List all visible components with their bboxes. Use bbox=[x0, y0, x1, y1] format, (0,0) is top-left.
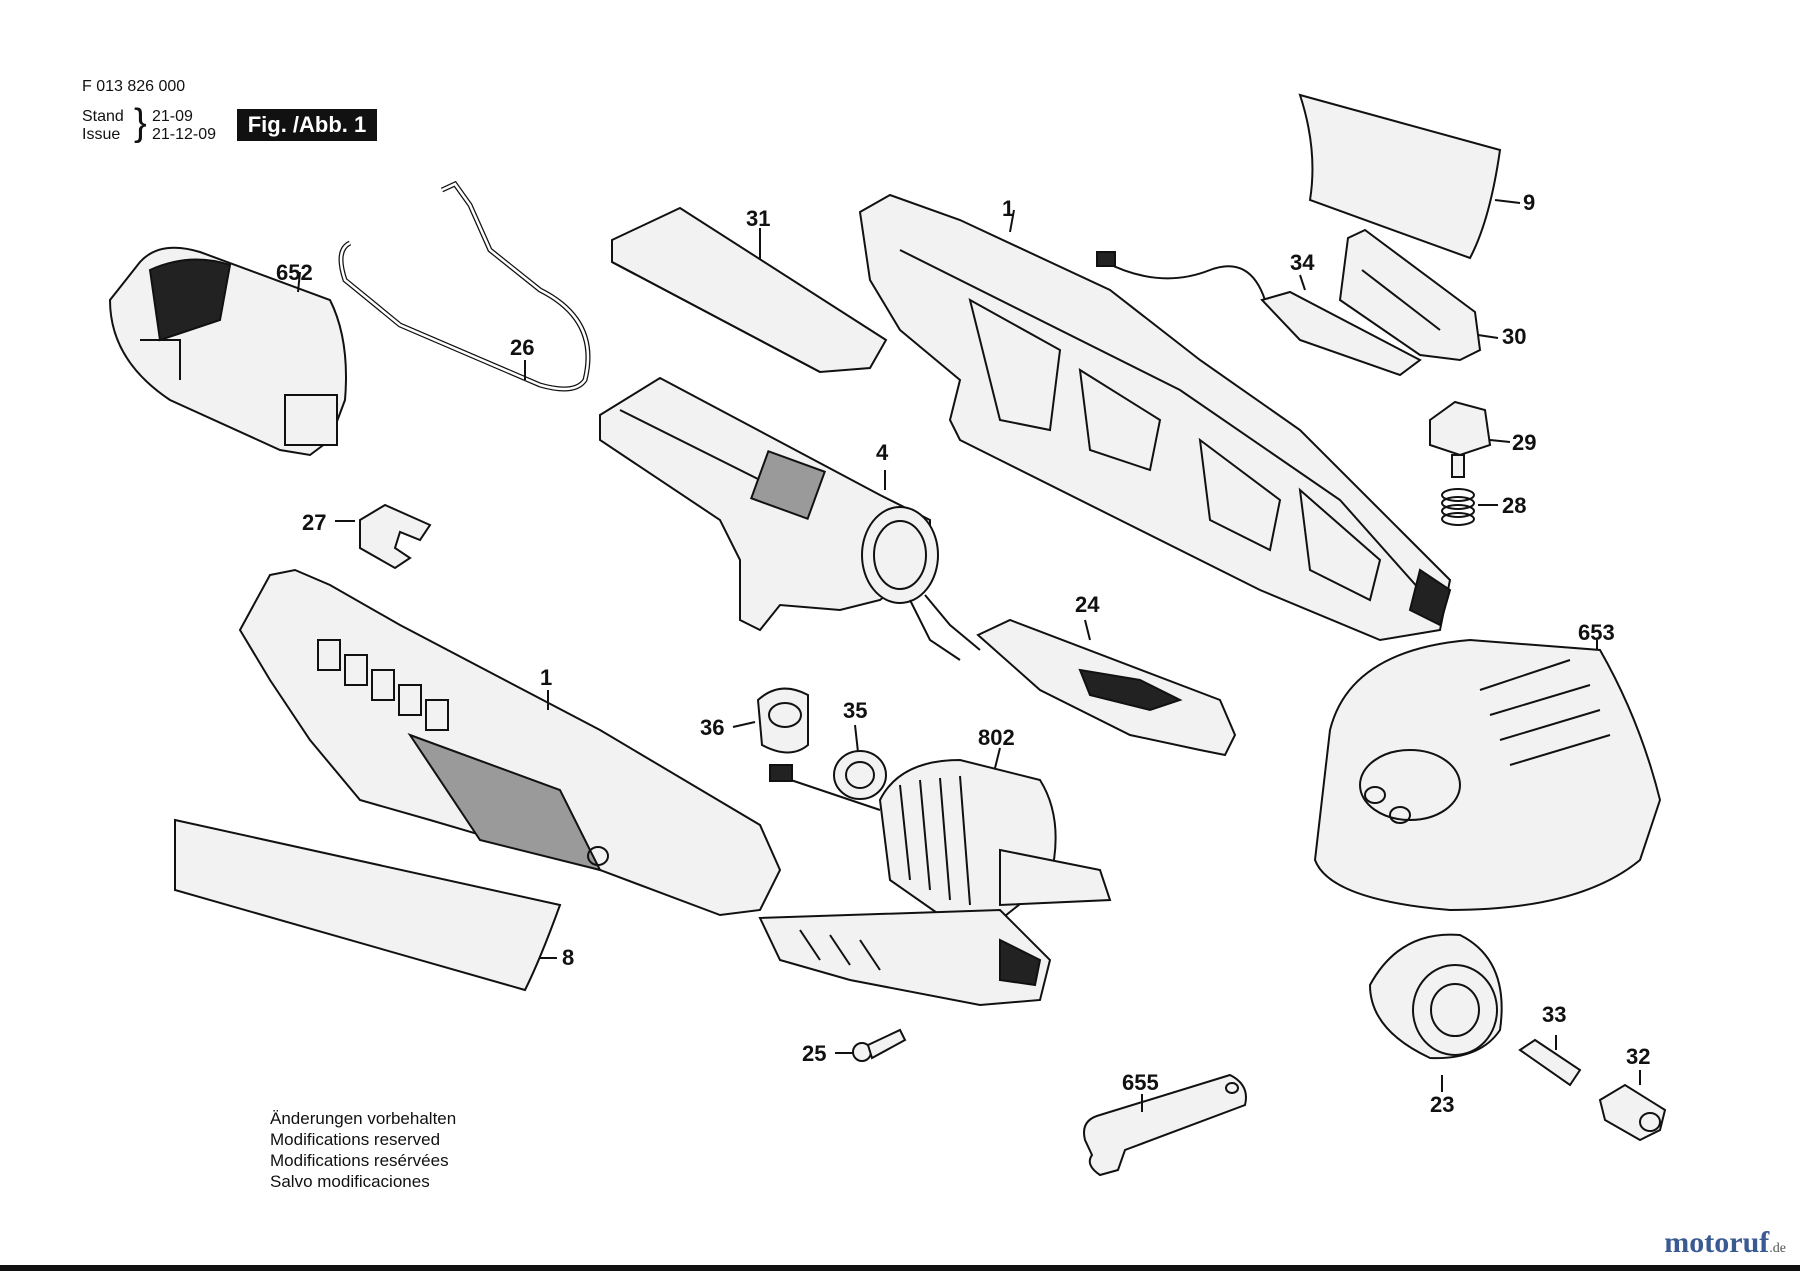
issue-date: 21-12-09 bbox=[152, 126, 217, 143]
part-30-switch bbox=[1338, 228, 1482, 362]
part-8-decal bbox=[174, 818, 562, 992]
label-part-31: 31 bbox=[746, 206, 770, 231]
part-24-plate bbox=[976, 618, 1237, 757]
figure-label: Fig. /Abb. 1 bbox=[237, 109, 377, 141]
watermark-suffix: .de bbox=[1769, 1241, 1786, 1256]
part-34-led-board bbox=[1096, 251, 1422, 377]
label-part-653: 653 bbox=[1578, 620, 1615, 645]
part-655-wrench bbox=[1083, 1073, 1247, 1177]
part-33-collet bbox=[1518, 1038, 1582, 1087]
label-part-25: 25 bbox=[802, 1041, 826, 1066]
part-23-cap bbox=[1368, 933, 1503, 1060]
part-28-spring bbox=[1441, 488, 1475, 526]
label-part-35: 35 bbox=[843, 698, 867, 723]
note-line: Modifications resérvées bbox=[270, 1151, 449, 1170]
label-part-36: 36 bbox=[700, 715, 724, 740]
label-part-1-lower: 1 bbox=[540, 665, 552, 690]
label-part-26: 26 bbox=[510, 335, 534, 360]
part-27-clip bbox=[359, 503, 432, 570]
issue-label: Issue bbox=[82, 126, 121, 143]
stand-label: Stand bbox=[82, 108, 124, 125]
label-part-9: 9 bbox=[1523, 190, 1535, 215]
label-part-34: 34 bbox=[1290, 250, 1315, 275]
part-35-bearing bbox=[833, 750, 887, 800]
label-part-1-upper: 1 bbox=[1002, 196, 1014, 221]
part-32-nut bbox=[1598, 1083, 1667, 1142]
note-line: Modifications reserved bbox=[270, 1130, 441, 1149]
brace-glyph: } bbox=[134, 102, 147, 144]
label-part-8: 8 bbox=[562, 945, 574, 970]
document-number: F 013 826 000 bbox=[82, 78, 186, 95]
label-part-30: 30 bbox=[1502, 324, 1526, 349]
note-line: Salvo modificaciones bbox=[270, 1172, 430, 1191]
watermark-brand: motoruf bbox=[1664, 1226, 1770, 1259]
part-26-cable bbox=[338, 180, 591, 392]
part-31-cover bbox=[611, 206, 888, 374]
label-part-802: 802 bbox=[978, 725, 1015, 750]
part-1-housing-lower bbox=[238, 568, 782, 917]
stand-date: 21-09 bbox=[152, 108, 193, 125]
part-1-housing-upper bbox=[858, 193, 1452, 642]
part-9-decal bbox=[1298, 93, 1502, 260]
label-part-24: 24 bbox=[1075, 592, 1100, 617]
leader-lines bbox=[297, 199, 1641, 1112]
label-part-33: 33 bbox=[1542, 1002, 1566, 1027]
part-nose-section bbox=[758, 908, 1052, 1007]
note-line: Änderungen vorbehalten bbox=[270, 1109, 457, 1128]
label-part-27: 27 bbox=[302, 510, 326, 535]
label-part-652: 652 bbox=[276, 260, 313, 285]
part-number-labels: 1 31 9 34 30 29 28 652 26 27 4 24 653 1 … bbox=[276, 190, 1650, 1117]
watermark-logo: motoruf.de bbox=[1664, 1226, 1786, 1260]
part-25-screw bbox=[852, 1028, 907, 1062]
label-part-29: 29 bbox=[1512, 430, 1536, 455]
label-part-32: 32 bbox=[1626, 1044, 1650, 1069]
part-4-electronics bbox=[599, 376, 981, 661]
part-36-bushing bbox=[756, 687, 809, 754]
label-part-28: 28 bbox=[1502, 493, 1526, 518]
modification-notes: Änderungen vorbehalten Modifications res… bbox=[270, 1108, 456, 1192]
label-part-4: 4 bbox=[876, 440, 889, 465]
part-29-knob bbox=[1429, 400, 1492, 478]
part-653-charger bbox=[1313, 638, 1662, 912]
part-652-battery bbox=[108, 246, 347, 457]
label-part-23: 23 bbox=[1430, 1092, 1454, 1117]
label-part-655: 655 bbox=[1122, 1070, 1159, 1095]
part-802-motor bbox=[769, 758, 1112, 922]
bottom-border bbox=[0, 1265, 1800, 1271]
